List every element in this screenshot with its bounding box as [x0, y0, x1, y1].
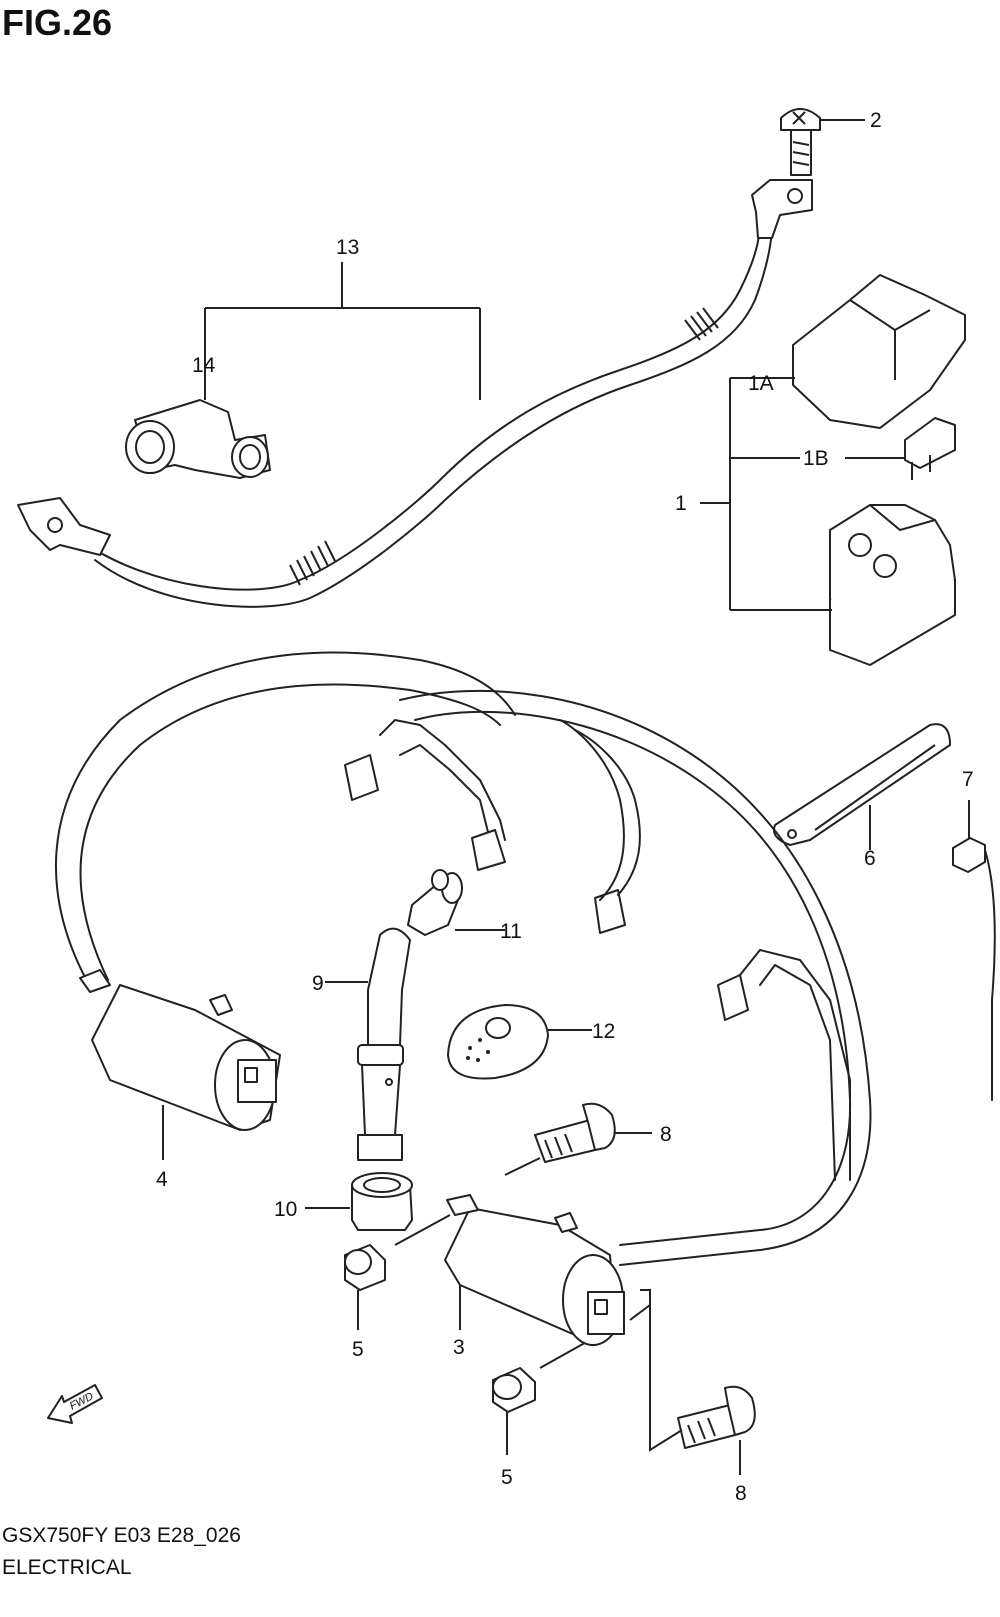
terminal-cap-part-14 [125, 399, 271, 479]
callout-12: 12 [592, 1020, 615, 1043]
plug-cap-part-9 [357, 927, 411, 1161]
callout-4: 4 [156, 1168, 168, 1191]
callout-1B: 1B [803, 447, 829, 470]
spacer-part-5-lower [492, 1367, 536, 1413]
callout-13: 13 [336, 236, 359, 259]
clamp-part-7 [952, 837, 996, 1101]
grommet-part-12 [447, 1004, 549, 1080]
callout-1: 1 [675, 492, 687, 515]
ignition-coil-part-3 [444, 1157, 625, 1346]
bolt-part-8-upper [534, 1102, 616, 1163]
callout-5-upper: 5 [352, 1338, 364, 1361]
callout-9: 9 [312, 972, 324, 995]
section-name: ELECTRICAL [2, 1556, 132, 1579]
seal-part-10 [351, 1172, 413, 1231]
callout-11: 11 [500, 920, 522, 943]
callout-8-upper: 8 [660, 1123, 672, 1146]
callout-10: 10 [274, 1198, 297, 1221]
figure-title: FIG.26 [2, 2, 113, 43]
callout-8-lower: 8 [735, 1482, 747, 1505]
battery-cable-part-13 [17, 179, 813, 608]
callout-3: 3 [453, 1336, 465, 1359]
starter-relay-part-1 [792, 274, 966, 666]
callout-7: 7 [962, 768, 974, 791]
bolt-part-8-lower [677, 1385, 756, 1449]
ignition-lead-harness [54, 651, 872, 1266]
callout-14: 14 [192, 354, 216, 377]
callout-6: 6 [864, 847, 876, 870]
spacer-part-5-upper [344, 1244, 386, 1291]
strap-part-6 [773, 723, 951, 846]
cap-part-11 [407, 869, 463, 936]
ignition-coil-part-4 [79, 969, 281, 1131]
screw-part-2 [780, 108, 821, 176]
callout-2: 2 [870, 109, 882, 132]
callout-5-lower: 5 [501, 1466, 513, 1489]
forward-arrow-icon: FWD [47, 1384, 103, 1424]
model-code: GSX750FY E03 E28_026 [2, 1524, 241, 1547]
callout-1A: 1A [748, 372, 774, 395]
